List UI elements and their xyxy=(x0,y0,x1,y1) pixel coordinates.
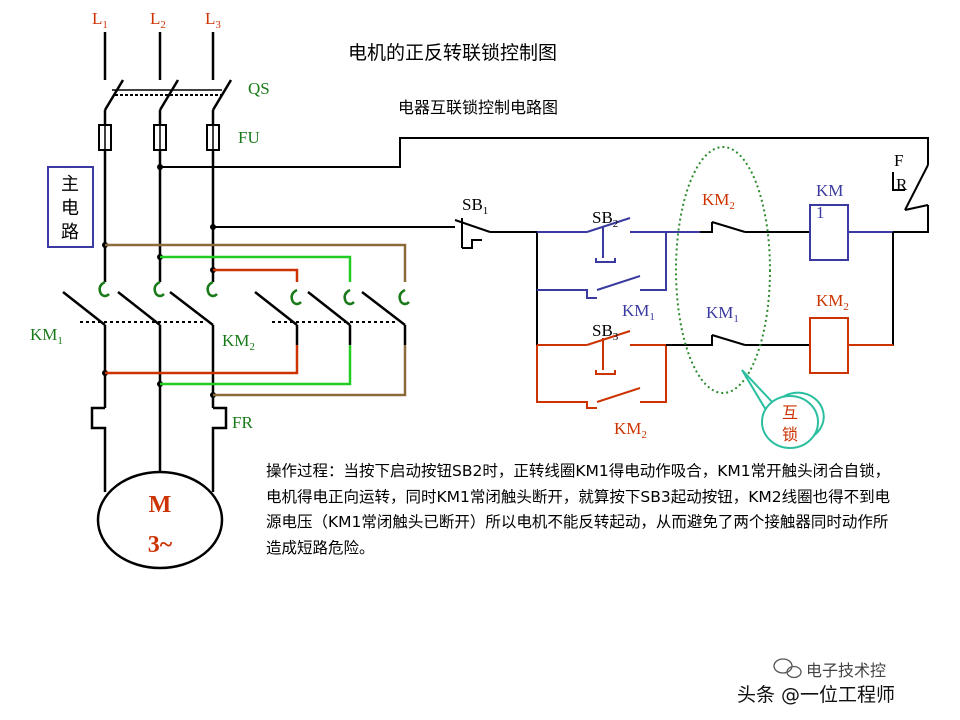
main-circuit-char-2: 电 xyxy=(61,198,79,219)
label-km2-nc: KM2 xyxy=(702,190,735,212)
sb1-stop-button[interactable] xyxy=(445,218,491,249)
label-km1-coil-sub: 1 xyxy=(816,203,825,222)
main-circuit-char-3: 路 xyxy=(61,222,79,243)
watermark-account: 电子技术控 xyxy=(806,661,887,680)
interlock-highlight xyxy=(675,146,771,394)
sb3-start-button[interactable] xyxy=(595,338,616,375)
main-circuit-char-1: 主 xyxy=(61,174,79,195)
label-km1-hold: KM1 xyxy=(622,301,655,323)
interlock-char-2: 锁 xyxy=(782,425,798,444)
sb2-start-button[interactable] xyxy=(595,226,616,263)
wechat-icon xyxy=(773,658,802,679)
interlock-char-1: 互 xyxy=(782,403,798,422)
label-km1-main: KM1 xyxy=(30,325,63,347)
km1-nc-contact xyxy=(666,334,810,346)
control-black-wires xyxy=(160,137,929,233)
label-km2-hold: KM2 xyxy=(614,419,647,441)
label-l1: L1 xyxy=(92,9,108,31)
operation-description: 操作过程：当按下启动按钮SB2时，正转线圈KM1得电动作吸合，KM1常开触头闭合… xyxy=(266,462,891,557)
forward-branch-wires xyxy=(537,217,700,299)
main-phase-lines xyxy=(62,32,233,470)
label-l3: L3 xyxy=(205,9,221,31)
label-fu: FU xyxy=(238,128,260,147)
page-title: 电机的正反转联锁控制图 xyxy=(348,42,558,64)
fuse-group xyxy=(98,124,220,151)
main-circuit-box xyxy=(47,166,94,248)
label-l2: L2 xyxy=(150,9,166,31)
label-sb1: SB1 xyxy=(462,195,488,217)
label-km1-coil: KM xyxy=(816,181,843,200)
fr-nc-contact xyxy=(892,164,929,211)
motor-leads xyxy=(103,470,215,492)
km2-coil xyxy=(809,317,849,374)
motor-label-3phase: 3~ xyxy=(148,532,173,558)
watermark-author: 头条 @一位工程师 xyxy=(737,684,896,706)
red-crossover xyxy=(105,268,299,375)
fuse-cores xyxy=(104,125,214,150)
label-sb2: SB2 xyxy=(592,208,618,230)
km2-nc-contact xyxy=(700,221,810,233)
label-qs: QS xyxy=(248,79,270,98)
contact-arcs xyxy=(98,280,410,306)
brown-crossover xyxy=(105,243,407,397)
label-km1-nc: KM1 xyxy=(706,303,739,325)
km2-main-contacts xyxy=(254,291,407,345)
km1-coil xyxy=(809,204,849,261)
label-sb3: SB3 xyxy=(592,321,619,343)
interlock-callout-bubble xyxy=(761,395,819,449)
label-fr-main: FR xyxy=(232,413,253,432)
reverse-branch-wires xyxy=(536,330,667,409)
label-km2-main: KM2 xyxy=(222,331,255,353)
label-fr-ctrl-f: F xyxy=(894,151,903,170)
right-bus xyxy=(848,232,894,346)
green-crossover xyxy=(160,255,352,386)
label-km2-coil: KM2 xyxy=(816,291,849,313)
motor-label-m: M xyxy=(149,492,172,518)
diagram-subtitle: 电器互联锁控制电路图 xyxy=(398,98,559,117)
label-fr-ctrl-r: R xyxy=(896,175,908,194)
